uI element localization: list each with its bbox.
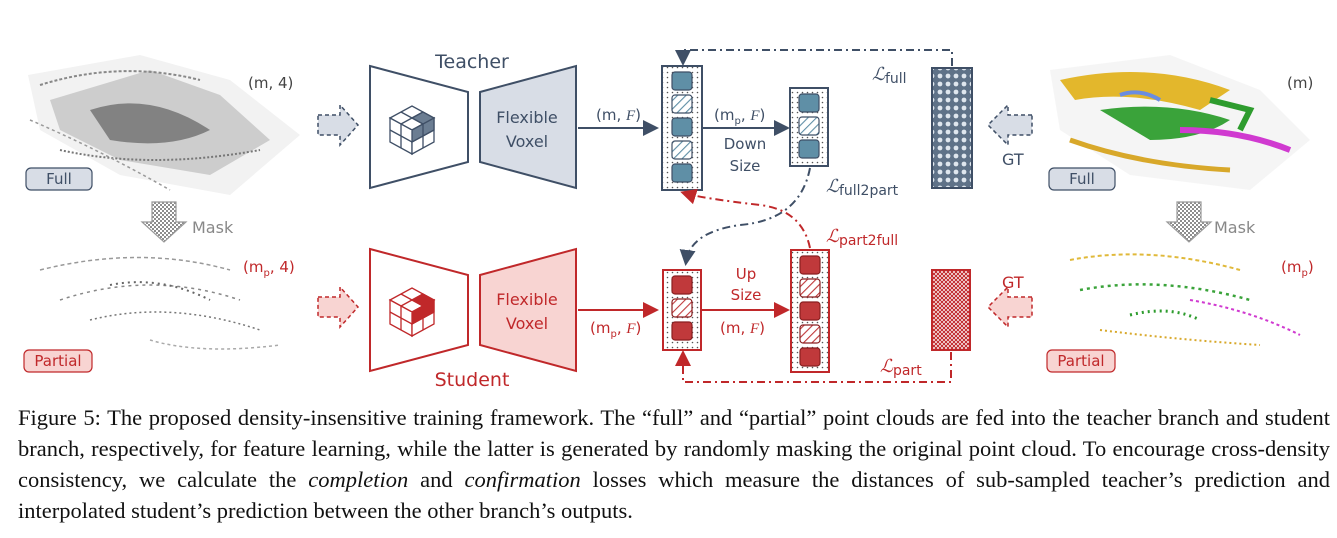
- gt-full-column: [931, 67, 973, 189]
- input-partial-shape: (mp, 4): [243, 258, 295, 279]
- caption-text-1: The proposed density-insensitive trainin…: [18, 405, 1331, 492]
- partial-gt-point-cloud-image: [1069, 253, 1301, 346]
- full-badge-left-label: Full: [46, 170, 72, 188]
- teacher-title: Teacher: [434, 51, 509, 73]
- student-flexible-voxel-block: [479, 247, 577, 373]
- loss-part2full-path: [680, 188, 811, 249]
- mask-arrow-left: [140, 201, 188, 243]
- teacher-flexible-voxel-label-2: Voxel: [506, 132, 548, 151]
- full-point-cloud-image: [28, 55, 300, 195]
- teacher-voxel-cube-icon: [388, 105, 436, 156]
- loss-full-label: ℒfull: [872, 64, 907, 87]
- output-partial-shape: (mp): [1281, 258, 1314, 279]
- partial-badge-left-label: Partial: [34, 352, 81, 370]
- up-size-label-2: Size: [731, 286, 762, 304]
- down-size-label-2: Size: [730, 157, 761, 175]
- teacher-feature-column: [661, 65, 703, 191]
- mask-arrow-right: [1165, 201, 1213, 243]
- up-size-label-1: Up: [736, 265, 757, 283]
- caption-text-2: and: [408, 467, 465, 492]
- teacher-feature-shape: (m, F): [596, 106, 641, 124]
- student-input-arrow: [317, 285, 360, 329]
- full-gt-point-cloud-image: [1050, 55, 1310, 190]
- partial-badge-right: [1046, 349, 1116, 373]
- loss-full-path: [675, 49, 953, 66]
- gt-label-student: GT: [1002, 273, 1024, 292]
- full-badge-right-label: Full: [1069, 170, 1095, 188]
- teacher-flexible-voxel-block: [479, 64, 577, 190]
- framework-diagram: (m, 4) Full Mask (mp, 4) Partial Teacher…: [23, 49, 1314, 391]
- student-voxel-cube-icon: [388, 287, 436, 338]
- teacher-downsized-column: [789, 87, 829, 167]
- partial-badge-right-label: Partial: [1057, 352, 1104, 370]
- teacher-flexible-voxel-label-1: Flexible: [496, 108, 558, 127]
- down-size-label-1: Down: [724, 135, 767, 153]
- loss-part-path: [675, 350, 952, 383]
- loss-part2full-label: ℒpart2full: [826, 226, 898, 249]
- caption-emph-confirmation: confirmation: [464, 467, 581, 492]
- partial-point-cloud-image: [39, 256, 281, 350]
- loss-full2part-path: [679, 167, 811, 266]
- teacher-input-arrow: [317, 103, 360, 147]
- caption-text-3: losses which measure the distances of su…: [18, 467, 1330, 523]
- student-flexible-voxel-label-1: Flexible: [496, 290, 558, 309]
- mask-label-right: Mask: [1214, 218, 1256, 237]
- student-feature-column: [662, 269, 702, 351]
- gt-arrow-teacher: [986, 103, 1033, 147]
- gt-arrow-student: [986, 285, 1033, 329]
- output-full-shape: (m): [1287, 74, 1313, 92]
- full-badge-right: [1048, 167, 1116, 191]
- student-upsized-column: [790, 249, 830, 373]
- teacher-down-feature-shape: (mp, F): [714, 106, 765, 127]
- loss-full2part-label: ℒfull2part: [826, 176, 899, 199]
- student-up-feature-shape: (m, F): [720, 319, 765, 337]
- loss-part-label: ℒpart: [880, 356, 922, 379]
- caption-label: Figure 5:: [18, 405, 101, 430]
- gt-partial-column: [931, 269, 971, 351]
- full-badge-left: [25, 167, 93, 191]
- partial-badge-left: [23, 349, 93, 373]
- mask-label-left: Mask: [192, 218, 234, 237]
- caption-emph-completion: completion: [308, 467, 409, 492]
- input-full-shape: (m, 4): [248, 74, 293, 92]
- student-title: Student: [435, 369, 510, 391]
- student-flexible-voxel-label-2: Voxel: [506, 314, 548, 333]
- student-feature-shape: (mp, F): [590, 319, 641, 340]
- figure-caption: Figure 5: The proposed density-insensiti…: [18, 402, 1330, 526]
- gt-label-teacher: GT: [1002, 150, 1024, 169]
